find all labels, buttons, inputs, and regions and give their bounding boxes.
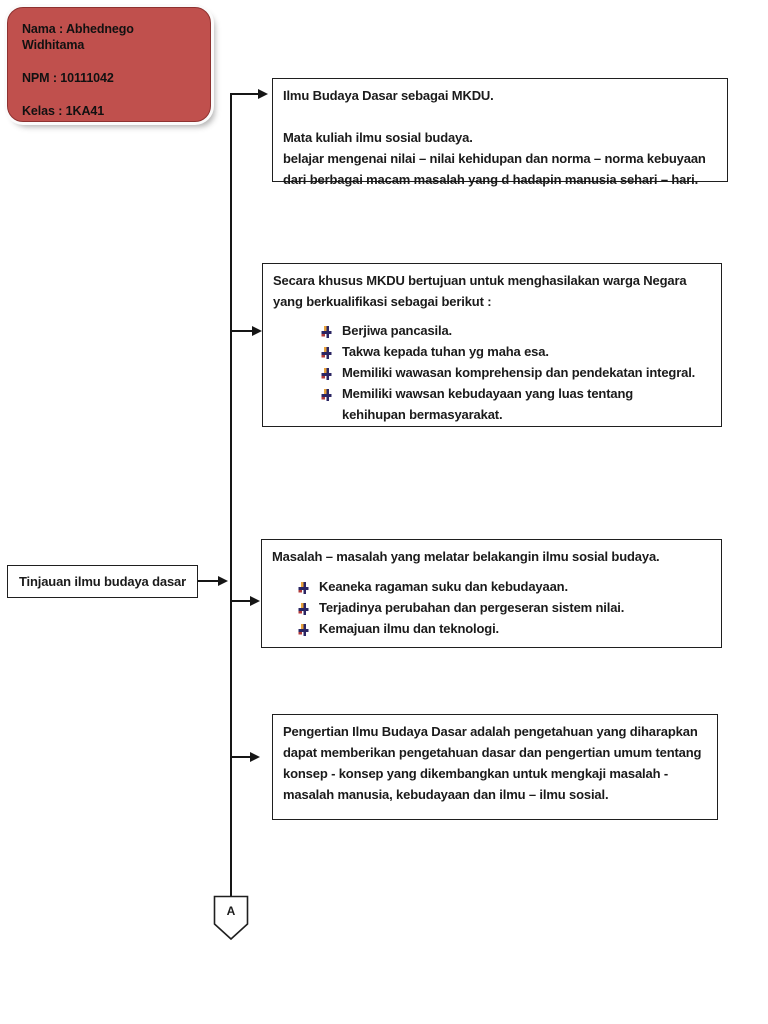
list-item: Kemajuan ilmu dan teknologi. bbox=[298, 618, 711, 639]
list-item: Memiliki wawsan kebudayaan yang luas ten… bbox=[321, 383, 711, 425]
bullet-text: Terjadinya perubahan dan pergeseran sist… bbox=[319, 600, 625, 615]
student-name: Nama : Abhednego Widhitama bbox=[22, 22, 134, 52]
student-info-card: Nama : Abhednego Widhitama NPM : 1011104… bbox=[7, 7, 211, 122]
box-mkdu: Ilmu Budaya Dasar sebagai MKDU. Mata kul… bbox=[272, 78, 728, 187]
arrowhead-pengertian-icon bbox=[250, 752, 260, 762]
bullet-text: Kemajuan ilmu dan teknologi. bbox=[319, 621, 499, 636]
tinjauan-label-box: Tinjauan ilmu budaya dasar bbox=[7, 565, 198, 598]
branch-line-pengertian bbox=[230, 756, 250, 758]
colored-arrow-bullet-icon bbox=[298, 603, 309, 615]
spacer bbox=[283, 106, 717, 127]
list-item: Keaneka ragaman suku dan kebudayaan. bbox=[298, 576, 711, 597]
arrowhead-mkdu-icon bbox=[258, 89, 268, 99]
spacer bbox=[272, 567, 711, 576]
spacer bbox=[273, 312, 711, 320]
list-item: Terjadinya perubahan dan pergeseran sist… bbox=[298, 597, 711, 618]
colored-arrow-bullet-icon bbox=[321, 347, 332, 359]
bullet-text: Memiliki wawsan kebudayaan yang luas ten… bbox=[342, 386, 634, 422]
tinjauan-label-text: Tinjauan ilmu budaya dasar bbox=[18, 574, 187, 589]
box-tujuan: Secara khusus MKDU bertujuan untuk mengh… bbox=[262, 263, 722, 427]
offpage-connector-shape: A bbox=[213, 895, 249, 941]
box-pengertian-text: Pengertian Ilmu Budaya Dasar adalah peng… bbox=[283, 724, 702, 802]
branch-line-masalah bbox=[230, 600, 250, 602]
colored-arrow-bullet-icon bbox=[321, 389, 332, 401]
arrowhead-tujuan-icon bbox=[252, 326, 262, 336]
bullet-text: Memiliki wawasan komprehensip dan pendek… bbox=[342, 365, 696, 380]
tinjauan-arrow-line bbox=[198, 580, 218, 582]
arrowhead-masalah-icon bbox=[250, 596, 260, 606]
student-npm: NPM : 10111042 bbox=[22, 71, 114, 85]
box-mkdu-title: Ilmu Budaya Dasar sebagai MKDU. bbox=[283, 88, 494, 103]
bullet-text: Takwa kepada tuhan yg maha esa. bbox=[342, 344, 549, 359]
box-masalah-intro: Masalah – masalah yang melatar belakangi… bbox=[272, 549, 660, 564]
list-item: Memiliki wawasan komprehensip dan pendek… bbox=[321, 362, 711, 383]
box-mkdu-body2: belajar mengenai nilai – nilai kehidupan… bbox=[283, 151, 706, 187]
list-item: Takwa kepada tuhan yg maha esa. bbox=[321, 341, 711, 362]
student-class: Kelas : 1KA41 bbox=[22, 104, 105, 118]
box-mkdu-body1: Mata kuliah ilmu sosial budaya. bbox=[283, 130, 473, 145]
list-item: Berjiwa pancasila. bbox=[321, 320, 711, 341]
box-masalah: Masalah – masalah yang melatar belakangi… bbox=[261, 539, 722, 648]
branch-line-mkdu bbox=[230, 93, 258, 95]
bullet-text: Berjiwa pancasila. bbox=[342, 323, 453, 338]
trunk-connector-line bbox=[230, 94, 232, 896]
colored-arrow-bullet-icon bbox=[298, 582, 309, 594]
colored-arrow-bullet-icon bbox=[321, 326, 332, 338]
branch-line-tujuan bbox=[230, 330, 252, 332]
box-pengertian: Pengertian Ilmu Budaya Dasar adalah peng… bbox=[272, 714, 718, 820]
box-tujuan-intro: Secara khusus MKDU bertujuan untuk mengh… bbox=[273, 273, 687, 309]
offpage-connector-label: A bbox=[227, 904, 236, 918]
colored-arrow-bullet-icon bbox=[321, 368, 332, 380]
arrowhead-tinjauan-icon bbox=[218, 576, 228, 586]
colored-arrow-bullet-icon bbox=[298, 624, 309, 636]
bullet-text: Keaneka ragaman suku dan kebudayaan. bbox=[319, 579, 568, 594]
